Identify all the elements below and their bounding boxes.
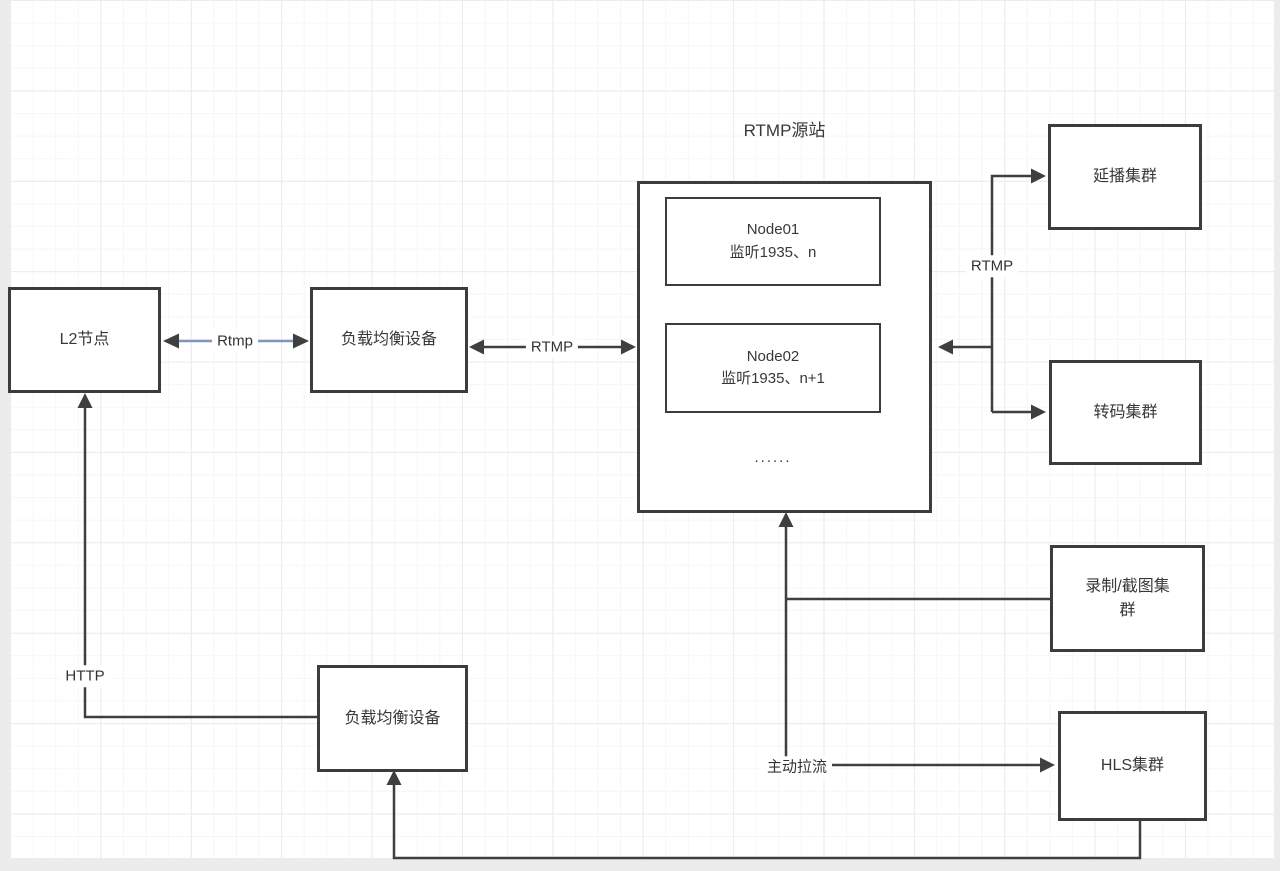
node-replay-cluster: 延播集群 xyxy=(1048,124,1202,230)
edge-label-rtmp-clusters: RTMP xyxy=(965,255,1019,277)
edge-http xyxy=(77,393,317,719)
node-hls-cluster: HLS集群 xyxy=(1058,711,1207,821)
edge-origin-clusters xyxy=(938,168,1046,420)
node-l2: L2节点 xyxy=(8,287,161,393)
edge-active-pull xyxy=(778,512,1055,773)
edge-label-rtmp-lb-origin: RTMP xyxy=(525,336,579,358)
edge-label-active-pull: 主动拉流 xyxy=(761,756,833,778)
node-record-cluster: 录制/截图集群 xyxy=(1050,545,1205,652)
node01-name: Node01 xyxy=(746,221,800,238)
node-transcode-cluster: 转码集群 xyxy=(1049,360,1202,465)
edge-label-http: HTTP xyxy=(60,665,110,687)
node01-listen: 监听1935、n xyxy=(729,243,817,261)
node-lb-top: 负载均衡设备 xyxy=(310,287,468,393)
node-lb-bottom: 负载均衡设备 xyxy=(317,665,468,772)
edge-label-rtmp-l2-lb: Rtmp xyxy=(212,330,258,352)
record-cluster-label: 录制/截图集群 xyxy=(1085,577,1170,619)
node01-box: Node01 监听1935、n xyxy=(665,197,881,286)
node02-name: Node02 xyxy=(746,347,800,365)
node02-listen: 监听1935、n+1 xyxy=(721,370,825,387)
origin-ellipsis: ...... xyxy=(754,449,792,466)
edge-hls-lb xyxy=(386,770,1142,860)
node02-box: Node02 监听1935、n+1 xyxy=(665,323,881,413)
origin-title: RTMP源站 xyxy=(743,121,826,140)
